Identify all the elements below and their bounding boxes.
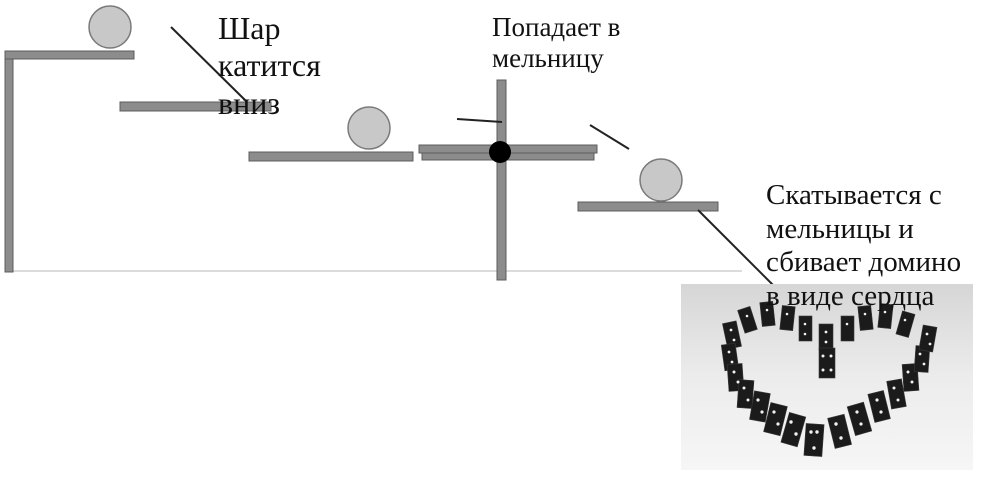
ball-2 [347,106,391,150]
domino [827,413,852,449]
domino [846,401,873,436]
domino [918,324,938,353]
mill-axle [489,141,511,163]
domino [780,412,807,448]
left-post [4,51,14,273]
domino [886,378,907,410]
domino [818,323,834,351]
domino [818,347,836,379]
domino [857,305,874,331]
label-ball-rolls-down: Шар катится вниз [218,10,321,121]
motion-stroke-1 [456,118,503,123]
domino-heart-photo [681,284,973,470]
domino [779,305,796,331]
second-shelf [119,101,272,112]
top-shelf [4,50,135,60]
domino [895,310,916,338]
domino [759,301,776,327]
domino [840,315,855,342]
domino [867,390,891,423]
pointer-line-1 [170,26,247,102]
ball-3 [639,158,683,202]
label-enters-mill: Попадает в мельницу [492,12,621,74]
domino [877,303,894,329]
domino [798,315,813,342]
domino [736,379,755,409]
domino [763,402,788,437]
mill-post [496,79,507,281]
pointer-line-2 [697,209,777,289]
label-rolls-off-mill: Скатывается с мельницы и сбивает домино … [766,179,962,312]
domino [737,306,758,334]
ball-1 [88,5,132,49]
motion-stroke-2 [589,124,630,150]
right-shelf [577,201,719,212]
domino [803,423,825,457]
domino-heart-image [681,284,973,470]
domino [749,390,771,423]
third-shelf [248,151,414,162]
